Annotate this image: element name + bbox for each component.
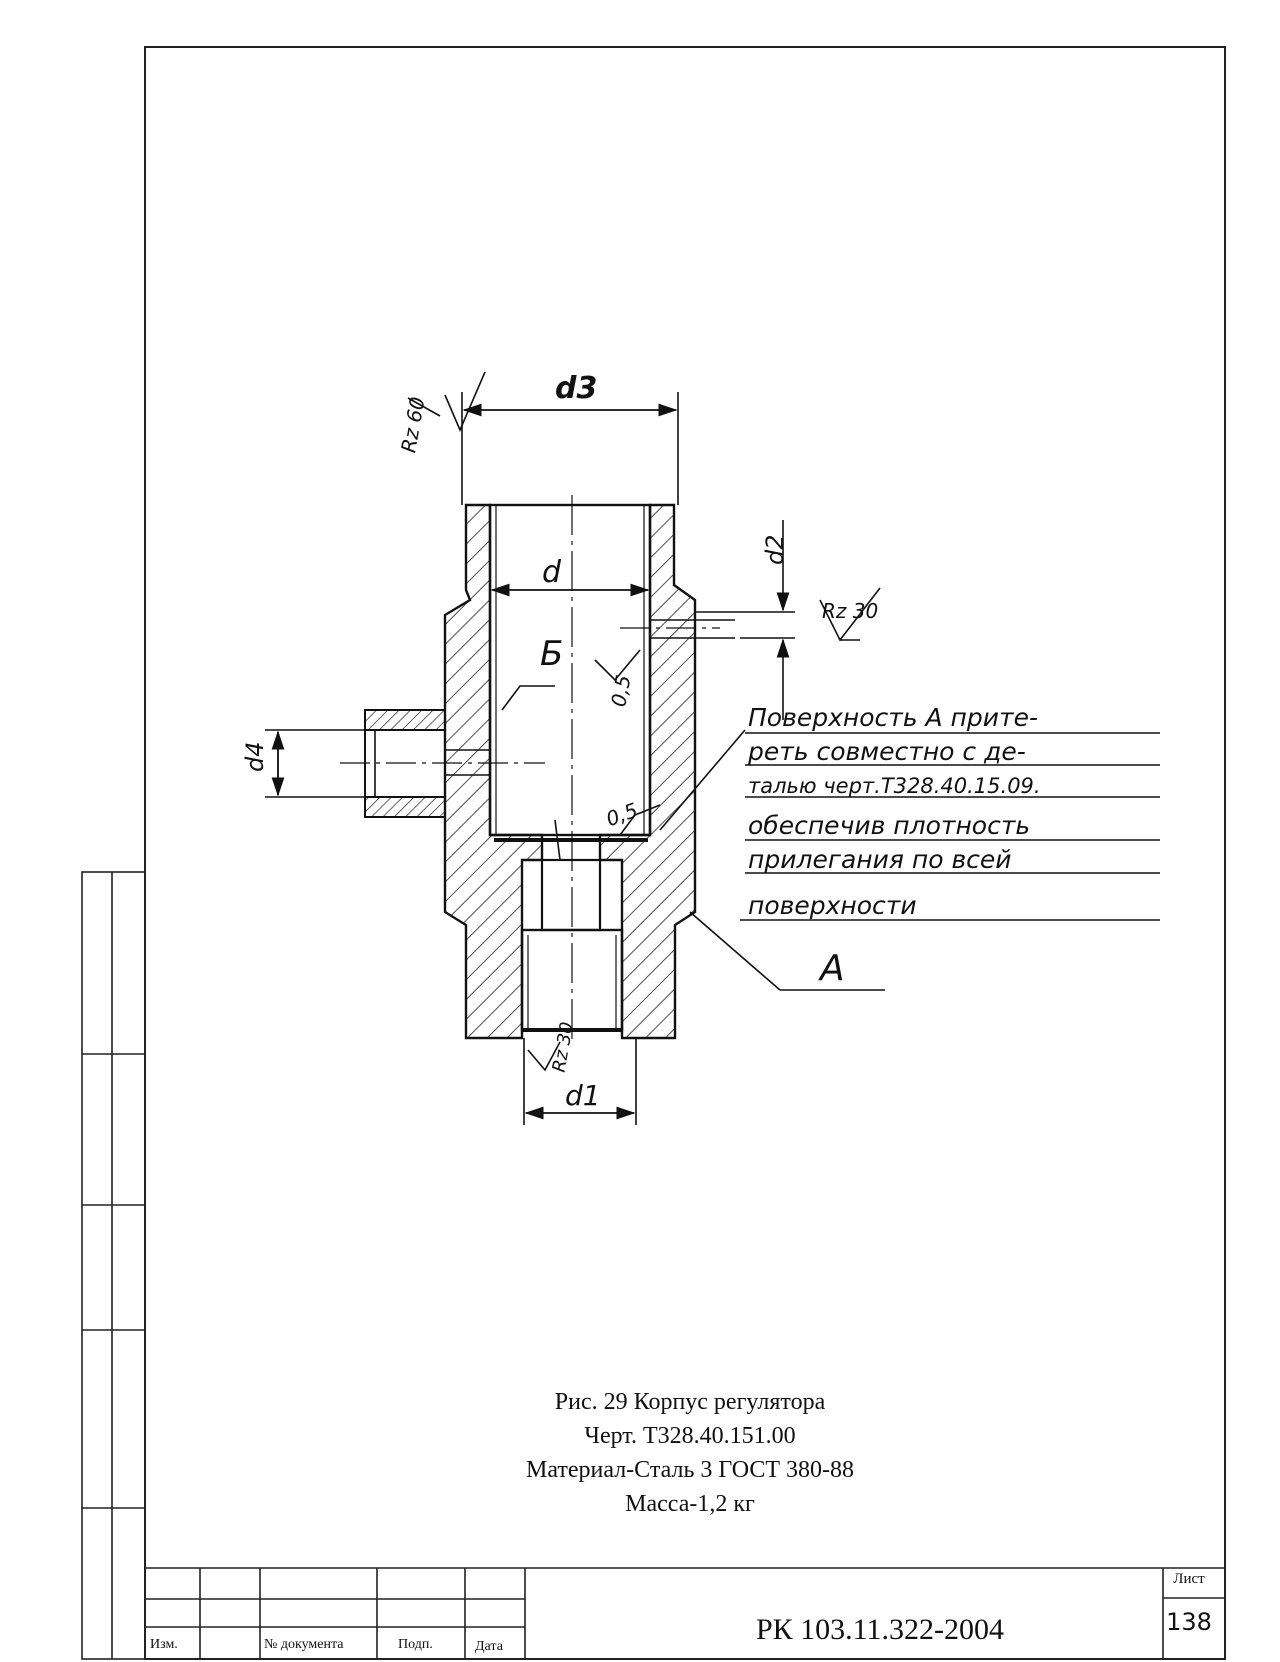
dim-label-d1: d1 — [565, 1079, 601, 1112]
note-line-1: Поверхность А прите- — [748, 703, 1038, 732]
roughness-rz60: Rz 60 — [396, 395, 429, 455]
caption-title: Рис. 29 Корпус регулятора — [554, 1389, 826, 1415]
main-bore — [488, 503, 652, 837]
side-nipple-top — [364, 709, 446, 731]
label-b: Б — [540, 634, 563, 674]
sheet-label: Лист — [1173, 1571, 1205, 1587]
part-cross-section — [340, 495, 735, 1045]
dim-label-d: d — [542, 555, 562, 590]
stamp-podp: Подп. — [398, 1637, 433, 1652]
dim-label-d2: d2 — [761, 534, 789, 565]
roughness-ra05: 0,5 — [606, 673, 635, 708]
title-block — [145, 1567, 1225, 1659]
left-margin-columns — [81, 871, 146, 1660]
note-line-5: прилегания по всей — [748, 845, 1012, 874]
caption-mass: Масса-1,2 кг — [625, 1491, 755, 1517]
roughness-ra05-b: 0,5 — [603, 798, 641, 831]
label-a: А — [818, 948, 845, 989]
caption-material: Материал-Сталь 3 ГОСТ 380-88 — [525, 1457, 854, 1483]
note-line-6: поверхности — [748, 891, 917, 920]
dim-label-d4: d4 — [241, 741, 269, 772]
note-line-2: реть совместно с де- — [747, 737, 1026, 766]
sheet-number: 138 — [1166, 1608, 1212, 1636]
note-line-4: обеспечив плотность — [748, 811, 1030, 840]
drawing-frame — [144, 46, 1226, 1660]
roughness-rz30-right: Rz 30 — [822, 599, 878, 623]
dim-label-d3: d3 — [555, 371, 597, 406]
caption-drawing-number: Черт. Т328.40.151.00 — [584, 1423, 796, 1449]
document-code: РК 103.11.322-2004 — [755, 1613, 1005, 1646]
body-right-wall — [598, 503, 697, 1040]
dimensions — [265, 371, 885, 1125]
stamp-data: Дата — [475, 1639, 503, 1654]
stamp-izm: Изм. — [150, 1637, 178, 1652]
lower-bore — [540, 858, 602, 932]
note-underlines — [740, 732, 1160, 921]
side-nipple-bottom — [364, 796, 446, 818]
surface-note: Поверхность А прите- реть совместно с де… — [747, 703, 1041, 920]
note-line-3: талью черт.Т328.40.15.09. — [748, 774, 1041, 798]
stamp-doc-no: № документа — [264, 1637, 344, 1652]
